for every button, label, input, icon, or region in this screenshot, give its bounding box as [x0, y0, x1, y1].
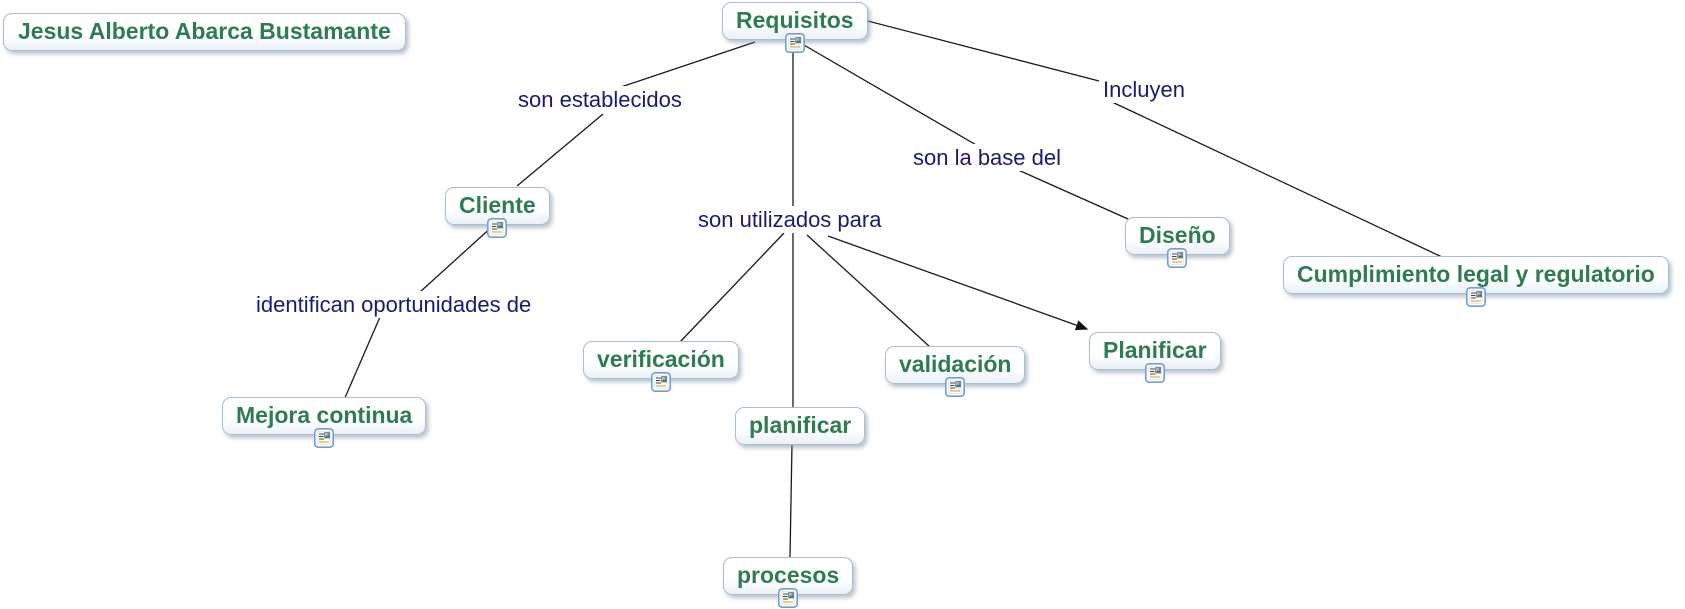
concept-validacion-box[interactable]: validación — [885, 346, 1026, 384]
concept-procesos-label: procesos — [737, 562, 840, 588]
edge-incluyen-to-cumplimiento — [1111, 101, 1443, 258]
resource-link-icon[interactable] — [314, 428, 335, 448]
concept-cliente-label: Cliente — [459, 192, 536, 218]
concept-cliente-box[interactable]: Cliente — [445, 187, 550, 225]
resource-link-icon[interactable] — [1167, 248, 1188, 268]
resource-link-icon[interactable] — [487, 218, 508, 238]
edge-cliente-to-identifican — [419, 224, 495, 293]
concept-planificar-upper-label: Planificar — [1103, 337, 1207, 363]
resource-link-icon[interactable] — [784, 33, 805, 53]
concept-verificacion[interactable]: verificación — [583, 341, 739, 392]
concept-requisitos-label: Requisitos — [736, 7, 854, 33]
concept-planificar-upper[interactable]: Planificar — [1089, 332, 1221, 383]
concept-planificar-lower[interactable]: planificar — [735, 407, 866, 445]
edge-requisitos-to-son-la-base — [796, 40, 979, 147]
linking-phrase-incluyen[interactable]: Incluyen — [1099, 76, 1189, 103]
resource-link-icon[interactable] — [1144, 363, 1165, 383]
concept-verificacion-label: verificación — [597, 346, 725, 372]
concept-requisitos[interactable]: Requisitos — [722, 2, 868, 53]
concept-author-label: Jesus Alberto Abarca Bustamante — [18, 18, 391, 44]
concept-author[interactable]: Jesus Alberto Abarca Bustamante — [3, 13, 406, 51]
concept-mejora-continua[interactable]: Mejora continua — [222, 397, 427, 448]
concept-diseno[interactable]: Diseño — [1125, 217, 1230, 268]
linking-phrase-identifican-oportunidades[interactable]: identifican oportunidades de — [252, 291, 536, 318]
concept-procesos[interactable]: procesos — [723, 557, 854, 608]
concept-mejora-continua-label: Mejora continua — [236, 402, 413, 428]
concept-validacion-label: validación — [899, 351, 1012, 377]
edge-identifican-to-mejora-continua — [343, 316, 381, 401]
concept-cliente[interactable]: Cliente — [445, 187, 550, 238]
concept-diseno-box[interactable]: Diseño — [1125, 217, 1230, 255]
linking-phrase-son-la-base-del[interactable]: son la base del — [909, 144, 1065, 171]
concept-cumplimiento-legal-label: Cumplimiento legal y regulatorio — [1297, 261, 1655, 287]
resource-link-icon[interactable] — [778, 588, 799, 608]
resource-link-icon[interactable] — [650, 372, 671, 392]
concept-cumplimiento-legal[interactable]: Cumplimiento legal y regulatorio — [1283, 256, 1669, 307]
concept-validacion[interactable]: validación — [885, 346, 1026, 397]
concept-requisitos-box[interactable]: Requisitos — [722, 2, 868, 40]
edge-requisitos-to-son-establecidos — [614, 41, 756, 90]
edge-son-la-base-to-diseno — [1015, 168, 1129, 220]
concept-diseno-label: Diseño — [1139, 222, 1216, 248]
edge-son-utilizados-to-planificar-arrow — [827, 235, 1089, 331]
concept-planificar-lower-label: planificar — [749, 412, 852, 438]
resource-link-icon[interactable] — [945, 377, 966, 397]
resource-link-icon[interactable] — [1465, 287, 1486, 307]
edge-son-utilizados-to-validacion — [806, 234, 931, 348]
linking-phrase-son-establecidos[interactable]: son establecidos — [514, 86, 686, 113]
edge-son-utilizados-to-verificacion — [679, 232, 785, 343]
concept-planificar-lower-box[interactable]: planificar — [735, 407, 866, 445]
linking-phrase-son-utilizados-para[interactable]: son utilizados para — [694, 206, 886, 233]
edge-requisitos-to-incluyen — [863, 19, 1100, 82]
edge-planificar-to-procesos — [789, 443, 793, 558]
edge-son-establecidos-to-cliente — [516, 113, 604, 187]
concept-author-box[interactable]: Jesus Alberto Abarca Bustamante — [3, 13, 406, 51]
